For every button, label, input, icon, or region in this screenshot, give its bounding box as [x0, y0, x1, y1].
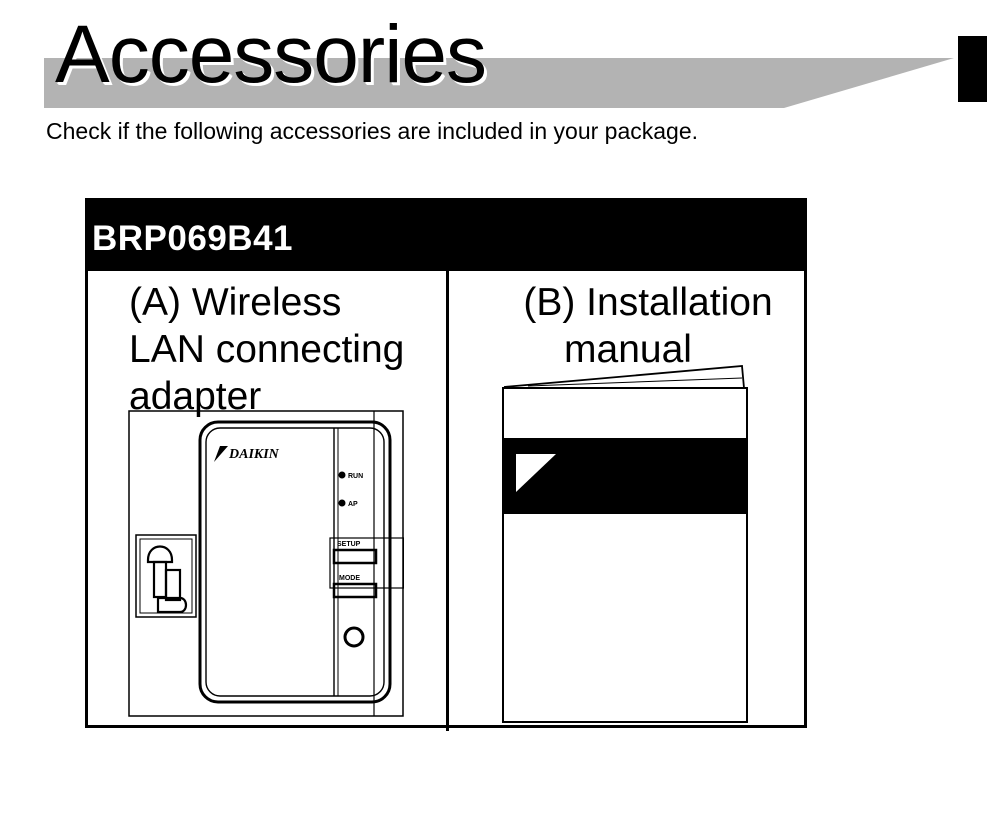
item-b-label: (B) Installation manual	[523, 281, 773, 371]
daikin-logo-icon	[214, 446, 228, 462]
title-banner	[44, 58, 954, 108]
model-header: BRP069B41	[88, 201, 804, 271]
indicator-run-label: RUN	[348, 473, 363, 480]
installation-manual-illustration	[502, 365, 748, 723]
page-tab-marker	[958, 36, 987, 102]
intro-text: Check if the following accessories are i…	[46, 118, 699, 144]
adapter-logo-text: DAIKIN	[228, 447, 280, 462]
item-a-label: (A) Wireless LAN connecting adapter	[129, 281, 405, 418]
setup-button-label: SETUP	[337, 541, 361, 548]
column-divider	[446, 271, 449, 731]
accessories-box: BRP069B41 (A) Wireless LAN connecting ad…	[85, 198, 807, 731]
mode-button-label: MODE	[339, 575, 360, 582]
white-triangle-icon	[516, 454, 556, 492]
indicator-ap-label: AP	[348, 501, 358, 508]
model-number: BRP069B41	[92, 219, 293, 258]
page-title: Accessories	[55, 9, 487, 100]
wireless-lan-adapter-illustration: DAIKIN RUN AP SETUP MODE	[128, 410, 404, 717]
